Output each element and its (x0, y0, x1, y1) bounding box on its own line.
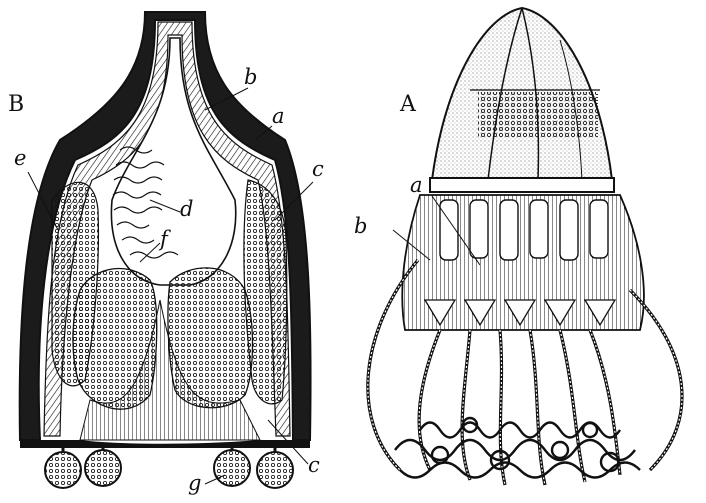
marginal-body (214, 450, 250, 486)
tentacle-tangle (395, 418, 640, 478)
external-view-a: A a b (354, 8, 682, 485)
label-g: g (188, 471, 201, 495)
label-c-upper: c (312, 157, 324, 181)
label-d: d (180, 197, 193, 221)
marginal-body (85, 450, 121, 486)
label-b-left: b (244, 65, 257, 89)
label-a-right: a (410, 173, 423, 197)
bell-margin (20, 440, 310, 448)
panel-letter-a: A (399, 92, 417, 117)
marginal-bodies (45, 448, 293, 488)
section-drawing-b: B b a c e d f c g (8, 12, 324, 495)
label-a-left: a (272, 104, 285, 128)
marginal-body (257, 452, 293, 488)
marginal-body (45, 452, 81, 488)
dome-band (478, 92, 598, 137)
bell-rim (430, 178, 614, 192)
label-e: e (14, 146, 26, 170)
label-b-right: b (354, 214, 367, 238)
panel-letter-b: B (8, 92, 24, 117)
label-c-lower: c (308, 453, 320, 477)
